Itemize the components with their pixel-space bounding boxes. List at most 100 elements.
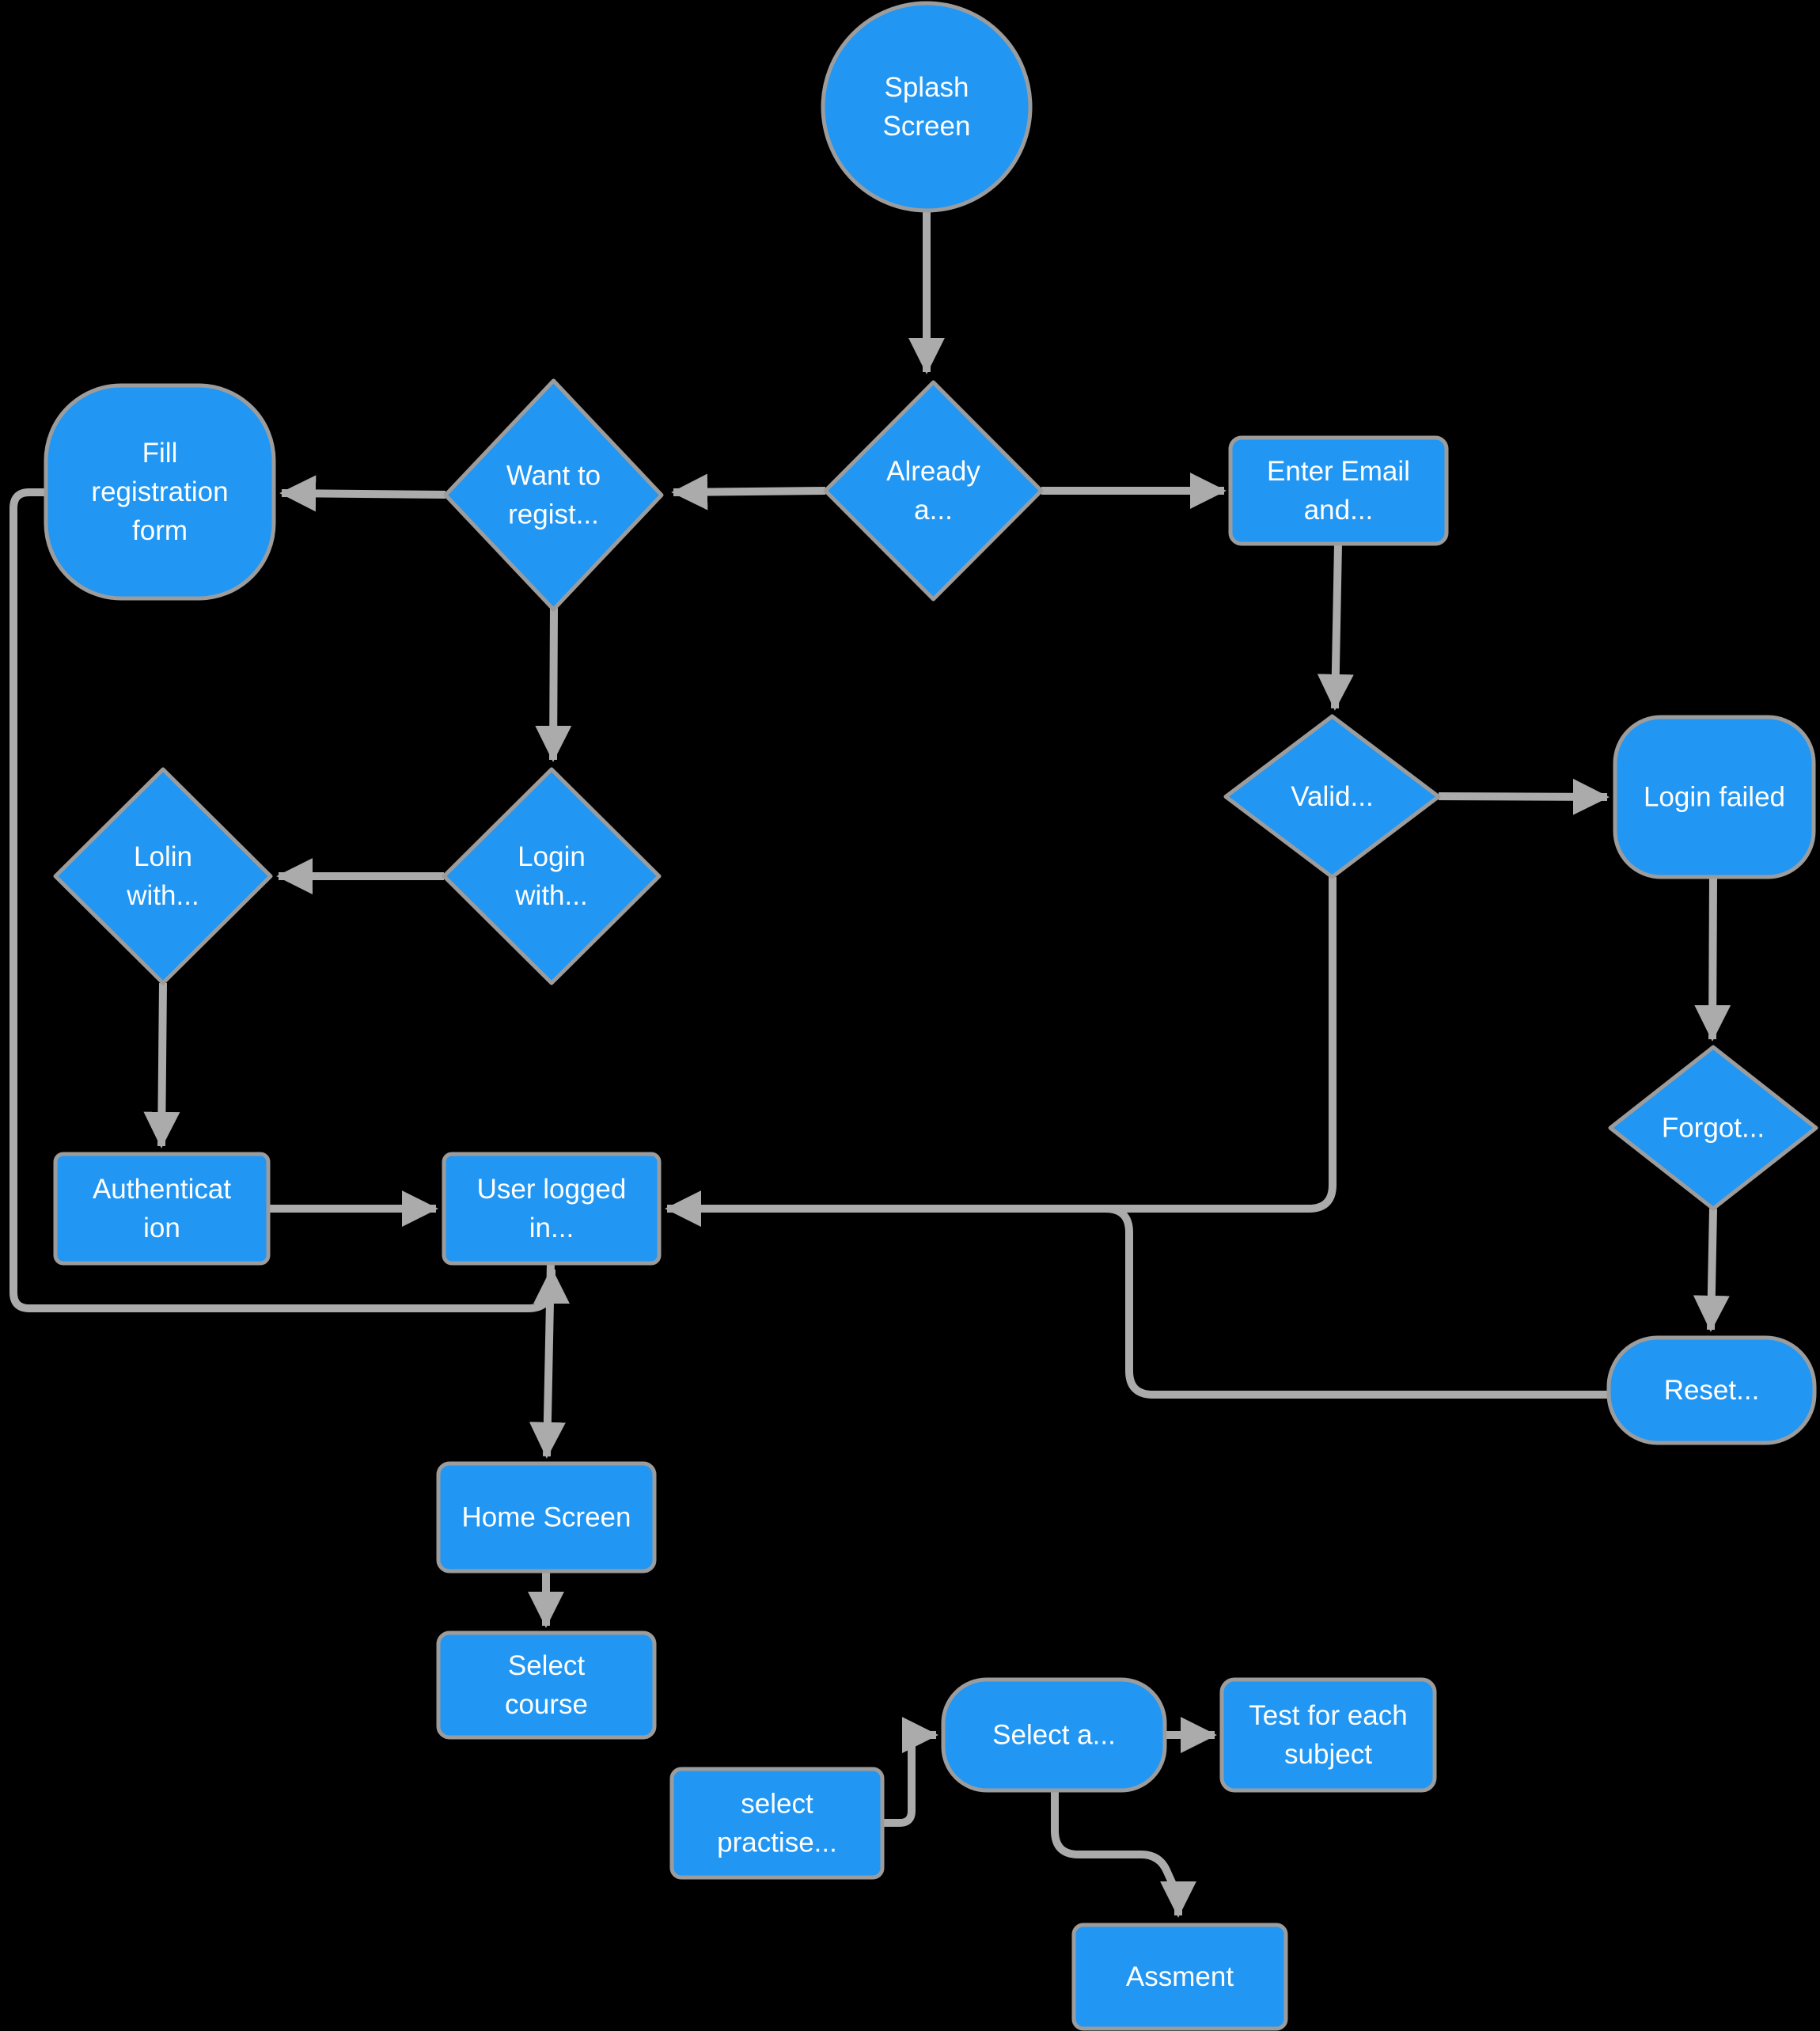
forgot-label-line: Forgot...	[1662, 1113, 1765, 1144]
test-for-each-subject-shape	[1219, 1677, 1437, 1793]
login-with-label-line: Login	[518, 841, 586, 872]
login-failed-label: Login failed	[1644, 782, 1785, 813]
reset-label: Reset...	[1664, 1375, 1760, 1406]
forgot-label: Forgot...	[1662, 1113, 1765, 1144]
node-authentication[interactable]: Authenticat ion	[53, 1152, 271, 1266]
enter-email-label: Enter Email and...	[1267, 456, 1410, 526]
login-failed-shape	[1613, 715, 1816, 879]
already-a-label-line: Already	[886, 456, 980, 487]
test-for-each-subject-label-line: Test for each	[1249, 1700, 1407, 1731]
node-login-with[interactable]: Login with...	[442, 767, 662, 985]
fill-registration-form-label-line: registration	[91, 476, 228, 507]
splash-screen-label-line: Splash	[884, 72, 969, 103]
user-logged-in-shape	[442, 1152, 662, 1266]
node-assment[interactable]: Assment	[1071, 1923, 1288, 2031]
login-with-label: Login with...	[514, 841, 587, 911]
node-home-screen[interactable]: Home Screen	[436, 1461, 657, 1574]
reset-shape	[1606, 1335, 1817, 1445]
fill-registration-form-label-line: Fill	[142, 438, 178, 469]
select-practise-label-line: practise...	[717, 1828, 837, 1858]
valid-label-line: Valid...	[1291, 781, 1373, 812]
login-with-label-line: with...	[514, 880, 587, 911]
login-with-shape	[442, 767, 662, 985]
valid-label: Valid...	[1291, 781, 1373, 812]
node-reset[interactable]: Reset...	[1606, 1335, 1817, 1445]
lolin-with-shape	[53, 767, 273, 985]
node-valid[interactable]: Valid...	[1223, 714, 1441, 879]
splash-screen-shape	[821, 1, 1033, 213]
edge-reset-to-user-logged-in	[1090, 1205, 1609, 1399]
node-login-failed[interactable]: Login failed	[1613, 715, 1816, 879]
node-forgot[interactable]: Forgot...	[1608, 1045, 1818, 1211]
select-practise-label: select practise...	[717, 1789, 837, 1858]
edge-want-register-to-login-with	[535, 607, 572, 762]
splash-screen-label-line: Screen	[883, 111, 971, 142]
edge-user-logged-in-to-home	[529, 1262, 566, 1459]
edge-valid-to-login-failed	[1438, 778, 1610, 815]
forgot-shape	[1608, 1045, 1818, 1211]
edge-forgot-to-reset	[1693, 1208, 1730, 1332]
home-screen-label: Home Screen	[462, 1502, 631, 1533]
node-lolin-with[interactable]: Lolin with...	[53, 767, 273, 985]
node-user-logged-in[interactable]: User logged in...	[442, 1152, 662, 1266]
select-course-label-line: Select	[508, 1650, 586, 1681]
lolin-with-label-line: Lolin	[134, 841, 192, 872]
want-to-register-shape	[443, 378, 664, 612]
select-practise-label-line: select	[741, 1789, 813, 1820]
authentication-label: Authenticat ion	[93, 1174, 231, 1243]
test-for-each-subject-label-line: subject	[1284, 1739, 1372, 1770]
edge-lolin-with-to-authentication	[143, 982, 180, 1148]
fill-registration-form-label: Fill registration form	[91, 438, 228, 546]
select-a-label: Select a...	[992, 1720, 1116, 1751]
edge-select-a-to-assment	[1051, 1790, 1196, 1918]
want-to-register-label-line: regist...	[508, 499, 599, 530]
already-a-label: Already a...	[886, 456, 980, 526]
enter-email-label-line: Enter Email	[1267, 456, 1410, 487]
edge-login-failed-to-forgot	[1694, 876, 1731, 1042]
edge-enter-email-to-valid	[1317, 543, 1354, 711]
edge-already-to-want-register	[671, 473, 826, 511]
reset-label-line: Reset...	[1664, 1375, 1760, 1406]
home-screen-label-line: Home Screen	[462, 1502, 631, 1533]
user-logged-in-label-line: in...	[529, 1213, 574, 1243]
authentication-label-line: ion	[143, 1213, 180, 1243]
authentication-label-line: Authenticat	[93, 1174, 231, 1205]
want-to-register-label: Want to regist...	[506, 461, 601, 530]
fill-registration-form-label-line: form	[132, 515, 188, 546]
assment-label: Assment	[1126, 1961, 1234, 1992]
home-screen-shape	[436, 1461, 657, 1574]
lolin-with-label: Lolin with...	[126, 841, 199, 911]
select-a-label-line: Select a...	[992, 1720, 1116, 1751]
enter-email-label-line: and...	[1304, 495, 1374, 526]
edge-valid-to-user-logged-in	[665, 877, 1337, 1227]
test-for-each-subject-label: Test for each subject	[1249, 1700, 1407, 1770]
user-logged-in-label-line: User logged	[477, 1174, 627, 1205]
node-want-to-register[interactable]: Want to regist...	[443, 378, 664, 612]
select-course-shape	[436, 1630, 657, 1740]
enter-email-shape	[1228, 435, 1449, 546]
authentication-shape	[53, 1152, 271, 1266]
node-select-a[interactable]: Select a...	[941, 1677, 1167, 1793]
lolin-with-label-line: with...	[126, 880, 199, 911]
node-enter-email[interactable]: Enter Email and...	[1228, 435, 1449, 546]
already-a-label-line: a...	[914, 495, 953, 526]
edge-want-register-to-fill-form	[279, 475, 446, 512]
fill-registration-form-shape	[44, 383, 276, 601]
node-already-a[interactable]: Already a...	[823, 380, 1044, 602]
assment-label-line: Assment	[1126, 1961, 1234, 1992]
node-fill-registration-form[interactable]: Fill registration form	[44, 383, 276, 601]
select-practise-shape	[669, 1767, 885, 1880]
node-select-practise[interactable]: select practise...	[669, 1767, 885, 1880]
want-to-register-label-line: Want to	[506, 461, 601, 492]
user-logged-in-label: User logged in...	[477, 1174, 627, 1243]
assment-shape	[1071, 1923, 1288, 2031]
already-a-shape	[823, 380, 1044, 602]
node-test-for-each-subject[interactable]: Test for each subject	[1219, 1677, 1437, 1793]
edge-select-practise-to-select-a	[882, 1717, 938, 1827]
